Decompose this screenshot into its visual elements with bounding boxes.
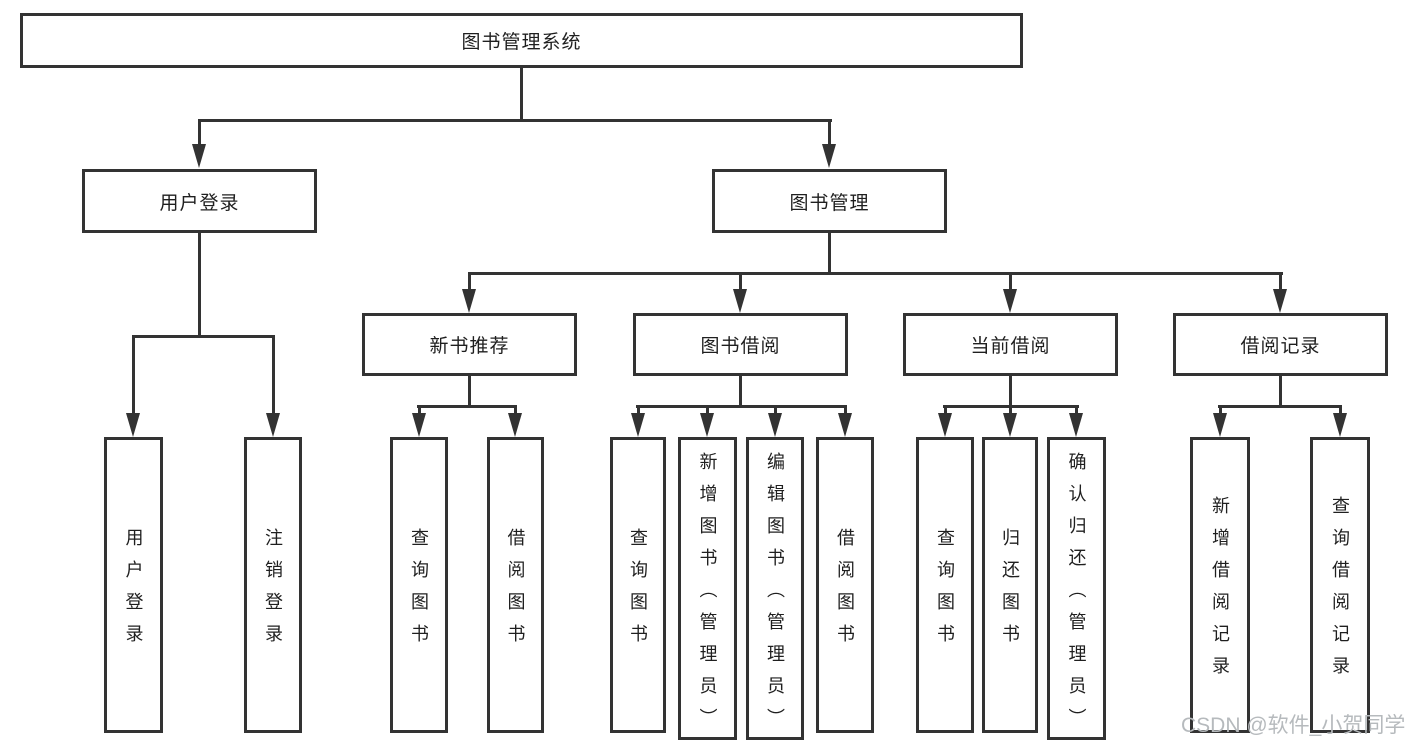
leaf-query-books-3: 查询图书 [916, 437, 974, 733]
node-label: 图书借阅 [700, 336, 781, 357]
leaf-label: 借阅图书 [505, 528, 526, 656]
leaf-label: 注销登录 [263, 528, 283, 656]
arrow-to-leaf-user-login [126, 335, 140, 437]
arrow-to-leaf-query-books-3 [938, 405, 952, 437]
leaf-label: 新增图书（管理员） [697, 451, 718, 740]
arrow-to-user-login [192, 119, 206, 168]
leaf-query-borrow-record: 查询借阅记录 [1310, 437, 1370, 733]
leaf-query-books-1: 查询图书 [390, 437, 448, 733]
arrow-to-leaf-borrow-books-2 [838, 405, 852, 437]
node-label: 借阅记录 [1240, 336, 1321, 357]
connector-book-management-stem [828, 231, 831, 275]
arrow-to-new-book-recommendation [462, 272, 476, 313]
arrow-to-leaf-edit-book-admin [768, 405, 782, 437]
node-label: 图书管理系统 [461, 32, 582, 53]
arrow-to-leaf-add-book-admin [700, 405, 714, 437]
connector-book-borrowing-split [636, 405, 847, 408]
leaf-label: 查询图书 [935, 528, 955, 656]
leaf-borrow-books-1: 借阅图书 [487, 437, 544, 733]
leaf-label: 新增借阅记录 [1210, 496, 1230, 688]
arrow-to-current-borrowing [1003, 272, 1017, 313]
leaf-borrow-books-2: 借阅图书 [816, 437, 874, 733]
leaf-confirm-return-admin: 确认归还（管理员） [1047, 437, 1106, 740]
node-book-borrowing: 图书借阅 [633, 313, 848, 376]
arrow-to-leaf-logout [266, 335, 280, 437]
leaf-label: 用户登录 [123, 528, 144, 656]
connector-user-login-stem [198, 231, 201, 337]
leaf-label: 查询图书 [628, 528, 648, 656]
node-label: 图书管理 [789, 192, 870, 214]
connector-root-stem [520, 66, 523, 121]
arrow-to-book-management [822, 119, 836, 168]
leaf-add-borrow-record: 新增借阅记录 [1190, 437, 1250, 733]
leaf-user-login: 用户登录 [104, 437, 163, 733]
arrow-to-leaf-confirm-return-admin [1069, 405, 1083, 437]
leaf-label: 查询图书 [409, 528, 429, 656]
connector-borrowing-records-split [1218, 405, 1342, 408]
arrow-to-leaf-return-book [1003, 405, 1017, 437]
node-label: 当前借阅 [970, 336, 1051, 357]
leaf-label: 借阅图书 [835, 528, 855, 656]
leaf-add-book-admin: 新增图书（管理员） [678, 437, 737, 740]
connector-root-split [198, 119, 832, 122]
arrow-to-leaf-query-books-1 [412, 405, 426, 437]
leaf-query-books-2: 查询图书 [610, 437, 666, 733]
leaf-label: 查询借阅记录 [1330, 496, 1350, 688]
node-label: 用户登录 [159, 192, 240, 214]
node-new-book-recommendation: 新书推荐 [362, 313, 577, 376]
connector-new-book-split [417, 405, 517, 408]
connector-current-borrowing-stem [1009, 374, 1012, 407]
connector-book-management-split [468, 272, 1283, 275]
arrow-to-leaf-query-borrow-record [1333, 405, 1347, 437]
node-borrowing-records: 借阅记录 [1173, 313, 1388, 376]
node-user-login: 用户登录 [82, 169, 317, 233]
connector-borrowing-records-stem [1279, 374, 1282, 407]
leaf-label: 编辑图书（管理员） [765, 451, 785, 740]
leaf-return-book: 归还图书 [982, 437, 1038, 733]
arrow-to-leaf-borrow-books-1 [508, 405, 522, 437]
node-current-borrowing: 当前借阅 [903, 313, 1118, 376]
connector-book-borrowing-stem [739, 374, 742, 407]
node-library-management-system: 图书管理系统 [20, 13, 1023, 68]
leaf-logout: 注销登录 [244, 437, 302, 733]
arrow-to-book-borrowing [733, 272, 747, 313]
node-label: 新书推荐 [429, 336, 510, 357]
watermark: CSDN @软件_小贺同学 [1181, 714, 1405, 737]
arrow-to-leaf-add-borrow-record [1213, 405, 1227, 437]
arrow-to-borrowing-records [1273, 272, 1287, 313]
leaf-label: 确认归还（管理员） [1066, 451, 1087, 740]
connector-new-book-stem [468, 374, 471, 407]
arrow-to-leaf-query-books-2 [631, 405, 645, 437]
leaf-label: 归还图书 [1000, 528, 1020, 656]
node-book-management: 图书管理 [712, 169, 947, 233]
connector-user-login-split [132, 335, 275, 338]
leaf-edit-book-admin: 编辑图书（管理员） [746, 437, 804, 740]
